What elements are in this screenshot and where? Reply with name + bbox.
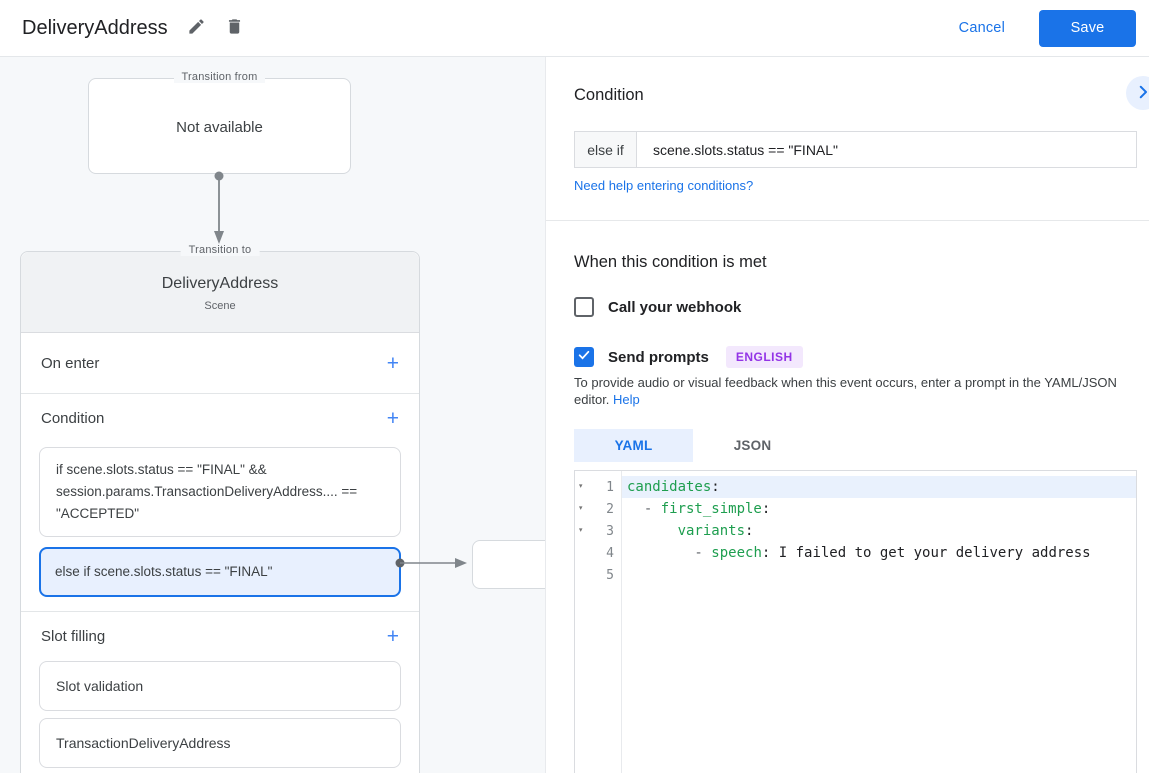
line-number: 2 — [606, 501, 614, 517]
transition-from-node: Transition from Not available — [88, 71, 351, 174]
fold-arrow-icon[interactable] — [578, 483, 583, 492]
prompt-helper-text: To provide audio or visual feedback when… — [574, 374, 1130, 408]
code-line: 5 — [575, 564, 1136, 586]
scene-name: DeliveryAddress — [161, 275, 279, 292]
line-number: 5 — [606, 567, 614, 583]
condition-section-label: Condition — [41, 410, 105, 427]
condition-prefix: else if — [575, 132, 637, 167]
slot-filling-label: Slot filling — [41, 628, 106, 645]
right-arrow-connector — [395, 558, 467, 568]
condition-item-text: else if scene.slots.status == "FINAL" — [55, 564, 273, 579]
scene-card: Transition to DeliveryAddress Scene On e… — [20, 244, 420, 773]
slot-filling-section: Slot filling + Slot validation Transacti… — [21, 612, 419, 768]
chevron-right-icon — [1134, 83, 1149, 104]
help-link[interactable]: Help — [613, 392, 640, 407]
when-condition-title: When this condition is met — [574, 253, 767, 271]
condition-section: Condition + if scene.slots.status == "FI… — [21, 394, 419, 612]
code-line: 2 - first_simple: — [575, 498, 1136, 520]
fold-arrow-icon[interactable] — [578, 527, 583, 536]
tab-json[interactable]: JSON — [693, 429, 812, 462]
scene-card-header[interactable]: DeliveryAddress Scene — [21, 252, 419, 333]
transition-from-value: Not available — [176, 119, 263, 136]
scene-type-label: Scene — [204, 300, 236, 312]
code-line: 1 candidates: — [575, 476, 1136, 498]
on-enter-section: On enter + — [21, 333, 419, 394]
checkmark-icon — [577, 348, 591, 367]
delete-scene-button[interactable] — [218, 11, 252, 45]
pencil-icon — [187, 17, 206, 39]
send-prompts-label: Send prompts — [608, 348, 709, 366]
fold-arrow-icon[interactable] — [578, 505, 583, 514]
code-line: 4 - speech: I failed to get your deliver… — [575, 542, 1136, 564]
edit-title-button[interactable] — [180, 11, 214, 45]
on-enter-label: On enter — [41, 354, 100, 372]
yaml-code-editor[interactable]: 1 candidates: 2 - first_simple: 3 varian… — [574, 470, 1137, 773]
language-badge: ENGLISH — [725, 346, 803, 368]
code-line: 3 variants: — [575, 520, 1136, 542]
editor-empty-area[interactable] — [622, 586, 1136, 773]
condition-item[interactable]: if scene.slots.status == "FINAL" && sess… — [39, 447, 401, 537]
send-prompts-checkbox[interactable] — [574, 347, 594, 367]
condition-item-selected[interactable]: else if scene.slots.status == "FINAL" — [39, 547, 401, 597]
conditions-help-link[interactable]: Need help entering conditions? — [574, 178, 754, 193]
webhook-checkbox[interactable] — [574, 297, 594, 317]
condition-expression-row: else if — [574, 131, 1137, 168]
flow-canvas: Transition from Not available Transition… — [0, 57, 545, 773]
line-number: 3 — [606, 523, 614, 539]
condition-panel: Condition else if Need help entering con… — [545, 57, 1149, 773]
panel-divider — [546, 220, 1149, 221]
page-title: DeliveryAddress — [22, 16, 168, 39]
add-condition-button[interactable]: + — [386, 407, 399, 430]
transition-target-node[interactable] — [472, 540, 545, 589]
add-on-enter-button[interactable]: + — [386, 351, 399, 375]
line-number: 4 — [606, 545, 614, 561]
cancel-button[interactable]: Cancel — [958, 20, 1005, 36]
slot-transaction-item[interactable]: TransactionDeliveryAddress — [39, 718, 401, 768]
add-slot-button[interactable]: + — [386, 625, 399, 648]
trash-icon — [225, 17, 244, 39]
down-arrow-connector — [214, 171, 224, 244]
collapse-panel-button[interactable] — [1126, 76, 1149, 110]
editor-tabs: YAML JSON — [574, 429, 812, 462]
condition-expression-input[interactable] — [637, 132, 1136, 167]
panel-title: Condition — [574, 86, 644, 104]
line-number: 1 — [606, 479, 614, 495]
tab-yaml[interactable]: YAML — [574, 429, 693, 462]
topbar: DeliveryAddress Cancel Save — [0, 0, 1149, 57]
transition-to-legend: Transition to — [180, 244, 260, 256]
webhook-label: Call your webhook — [608, 298, 742, 316]
helper-text: To provide audio or visual feedback when… — [574, 375, 1117, 407]
save-button[interactable]: Save — [1039, 9, 1136, 47]
transition-from-legend: Transition from — [173, 71, 266, 83]
slot-validation-item[interactable]: Slot validation — [39, 661, 401, 711]
